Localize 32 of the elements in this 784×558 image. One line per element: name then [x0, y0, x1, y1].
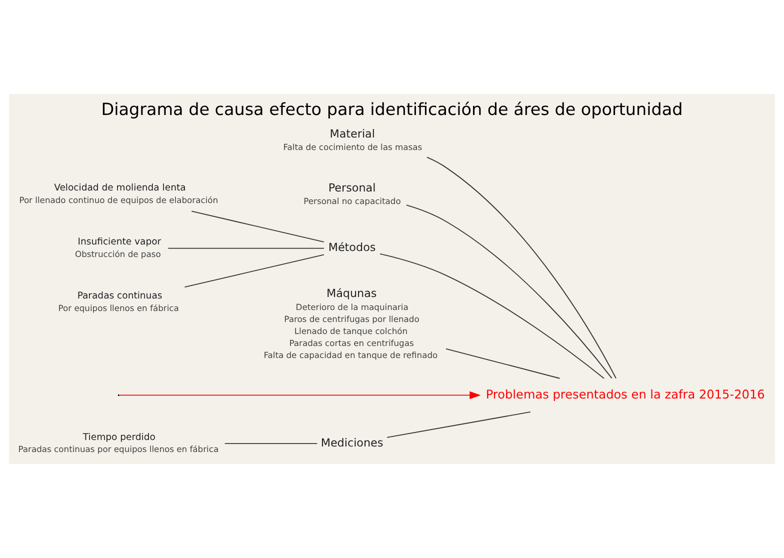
node-label: Falta de cocimiento de las masas — [283, 142, 422, 152]
node-label: Paros de centrifugas por llenado — [284, 314, 420, 324]
node-label: Por equipos llenos en fábrica — [58, 302, 179, 313]
node-label: Deterioro de la maquinaria — [296, 302, 408, 312]
node-text: Insuficiente vapor — [78, 236, 162, 248]
node-label: Personal no capacitado — [304, 196, 401, 206]
arrow — [119, 391, 481, 400]
node-text: Paradas continuas — [77, 290, 162, 302]
node-text: Mediciones — [320, 436, 384, 450]
node-text: Material — [330, 127, 375, 140]
node-label: Paradas continuas por equipos llenos en fábrica — [18, 444, 219, 454]
connector — [168, 248, 324, 249]
node-label: Por llenado continuo de equipos de elaboración — [19, 194, 218, 205]
connector — [191, 210, 324, 242]
connector — [386, 411, 531, 438]
diagram-title: Diagrama de causa efecto para identificación de áres de oportunidad — [101, 98, 683, 119]
node-text: Problemas presentados en la zafra 2015-2016 — [486, 387, 765, 402]
connector — [380, 253, 604, 379]
node-label: Falta de capacidad en tanque de refinado — [264, 350, 438, 360]
connector — [426, 156, 616, 379]
node-text: Métodos — [328, 241, 376, 254]
node-text: Personal — [328, 181, 376, 194]
node-label: Obstrucción de paso — [74, 248, 161, 259]
node-label: Llenado de tanque colchón — [294, 326, 408, 336]
node-label: Paradas cortas en centrifugas — [289, 338, 414, 348]
node-text: Tiempo perdido — [82, 432, 156, 443]
connector — [446, 348, 560, 379]
connector — [406, 204, 612, 379]
node-text: Máqunas — [326, 287, 377, 300]
connector — [224, 443, 318, 444]
node-text: Velocidad de molienda lenta — [54, 182, 186, 194]
connector — [184, 254, 324, 288]
